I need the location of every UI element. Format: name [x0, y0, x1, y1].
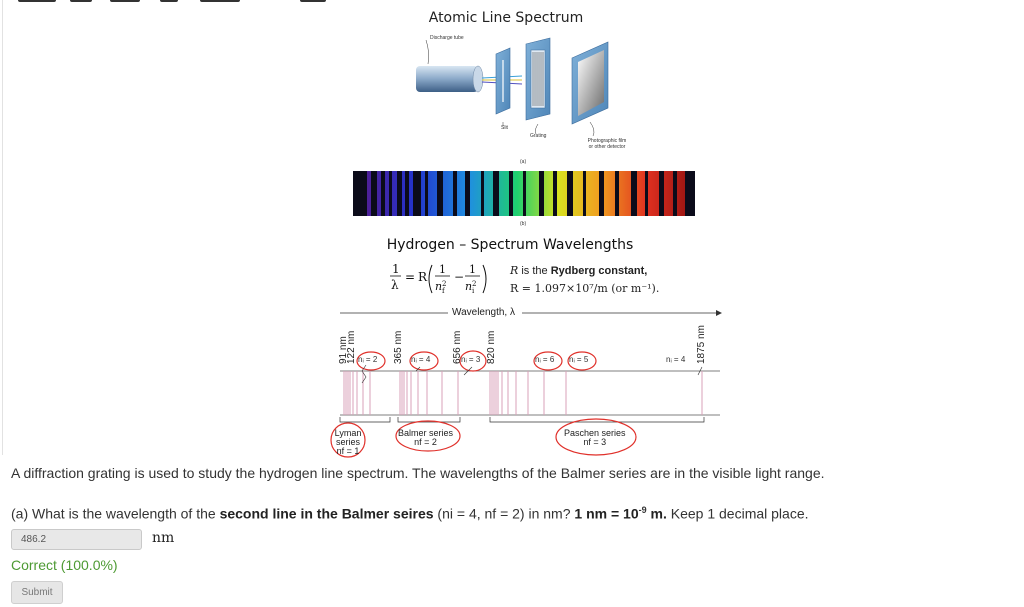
band-gap [553, 171, 557, 216]
wavelength-axis-label: Wavelength, λ [452, 307, 515, 318]
qa-exp: -9 [638, 505, 647, 515]
qa-prefix: (a) What is the wavelength of the [11, 505, 220, 522]
svg-text:R: R [418, 270, 428, 284]
nm-mark-122: 122 nm [346, 330, 357, 364]
band-gap [539, 171, 544, 216]
grating-label: Grating [530, 133, 547, 139]
spectrum-title: Hydrogen – Spectrum Wavelengths [386, 237, 634, 253]
qa-bold3: m. [646, 505, 667, 522]
svg-text:n: n [435, 280, 442, 293]
lyman-series-label: Lyman series nf = 1 [333, 429, 363, 456]
band-gap [405, 171, 409, 216]
balmer-series-name: Balmer series [398, 428, 454, 438]
lyman-series-name: Lyman series [334, 428, 362, 447]
band-gap [523, 171, 526, 216]
band-gap [615, 171, 619, 216]
band-gap [645, 171, 648, 216]
rydberg-value: R = 1.097×10⁷/m (or m⁻¹). [510, 282, 660, 295]
part-b-label: (b) [520, 221, 527, 227]
paschen-series-nf: nf = 3 [583, 437, 607, 447]
svg-text:1: 1 [392, 262, 400, 276]
answer-status: Correct (100.0%) [11, 557, 118, 573]
ni-label-lyman: nᵢ = 2 [358, 355, 378, 364]
question-part-a: (a) What is the wavelength of the second… [11, 505, 809, 522]
rydberg-symbol: R [510, 264, 519, 277]
band-gap [389, 171, 392, 216]
svg-text:2: 2 [442, 280, 446, 288]
band-gap [631, 171, 637, 216]
answer-input[interactable] [11, 529, 142, 550]
ni-label-balmer: nᵢ = 4 [411, 355, 431, 364]
qa-suffix: Keep 1 decimal place. [666, 505, 809, 522]
content-border [2, 0, 3, 455]
band-gap [509, 171, 513, 216]
band-gap [425, 171, 428, 216]
svg-text:λ: λ [391, 278, 399, 292]
part-a-label: (a) [520, 159, 527, 165]
band-gap [599, 171, 604, 216]
svg-text:f: f [442, 287, 446, 295]
band-gap [413, 171, 421, 216]
svg-text:=: = [405, 270, 415, 284]
nm-mark-1875: 1875 nm [696, 325, 707, 364]
spectrum-lines-diagram [330, 310, 722, 458]
figure-title: Atomic Line Spectrum [428, 10, 584, 26]
paschen-series-name: Paschen series [564, 428, 626, 438]
ni-label-balmer-3: nᵢ = 3 [461, 355, 481, 364]
band-gap [685, 171, 695, 216]
submit-button[interactable]: Submit [11, 581, 63, 604]
band-gap [437, 171, 443, 216]
band-gap [583, 171, 586, 216]
svg-text:1: 1 [439, 263, 446, 276]
svg-text:−: − [454, 270, 464, 284]
ni-label-paschen-5: nᵢ = 5 [569, 355, 589, 364]
svg-text:2: 2 [472, 280, 476, 288]
band-gap [481, 171, 484, 216]
nm-mark-365: 365 nm [393, 330, 404, 364]
svg-text:i: i [472, 287, 475, 295]
ni-label-paschen-4: nᵢ = 4 [666, 355, 686, 364]
discharge-tube-label: Discharge tube [430, 35, 464, 41]
paschen-series-label: Paschen series nf = 3 [564, 429, 626, 447]
detector-label: Photographic film or other detector [587, 138, 627, 150]
slit-label: Slit [501, 125, 508, 131]
svg-text:1: 1 [469, 263, 476, 276]
band-gap [353, 171, 367, 216]
cropped-header-fragment [0, 0, 380, 6]
qa-mid: (ni = 4, nf = 2) in nm? [433, 505, 575, 522]
band-gap [659, 171, 664, 216]
band-gap [381, 171, 385, 216]
qa-bold: second line in the Balmer seires [219, 505, 434, 522]
apparatus-illustration [416, 37, 609, 137]
rydberg-bold: Rydberg constant, [550, 265, 648, 277]
rydberg-note: R is the Rydberg constant, R = 1.097×10⁷… [510, 262, 659, 297]
band-gap [397, 171, 402, 216]
band-gap [453, 171, 457, 216]
rydberg-text: is the [521, 265, 548, 277]
band-gap [567, 171, 573, 216]
balmer-series-nf: nf = 2 [414, 437, 437, 447]
line-spectrum-band [353, 171, 695, 216]
ni-label-paschen-6: nᵢ = 6 [535, 355, 555, 364]
balmer-series-label: Balmer series nf = 2 [398, 429, 453, 447]
svg-text:n: n [465, 280, 472, 293]
question-intro: A diffraction grating is used to study t… [11, 465, 825, 481]
band-gap [465, 171, 470, 216]
rydberg-formula: 1 λ = R 1 n 2 f − 1 n 2 i [390, 262, 487, 295]
band-gap [371, 171, 377, 216]
band-gap [673, 171, 677, 216]
band-gap [493, 171, 499, 216]
nm-mark-820: 820 nm [486, 330, 497, 364]
qa-bold2: 1 nm = 10 [574, 505, 639, 522]
answer-unit: nm [152, 530, 175, 546]
lyman-series-nf: nf = 1 [336, 446, 360, 456]
